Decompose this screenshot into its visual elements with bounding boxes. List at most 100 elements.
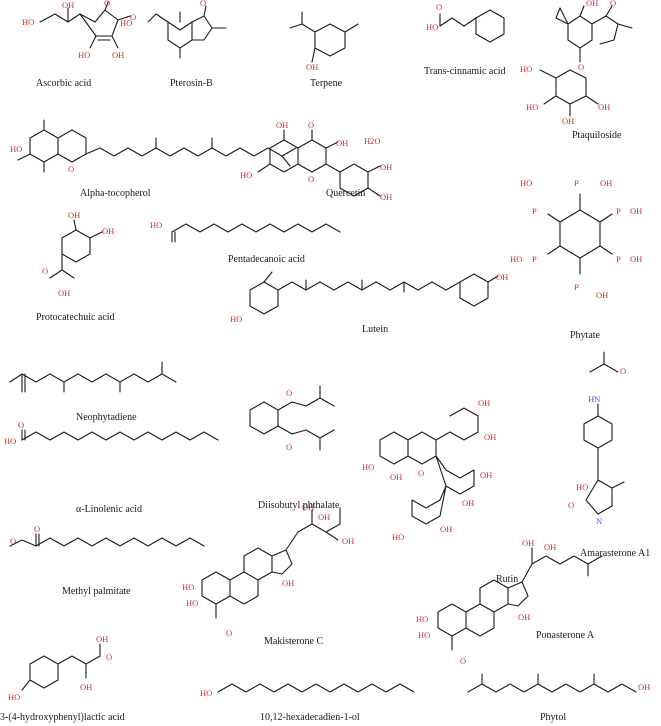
- caption-neophytadiene: Neophytadiene: [76, 412, 137, 423]
- caption-lutein: Lutein: [362, 324, 389, 335]
- tocopherol-o: O: [68, 164, 74, 174]
- ascorbic-o-ring: O: [104, 0, 110, 8]
- phytate-ho-1: HO: [520, 178, 532, 188]
- phthalate-o-1: O: [286, 388, 292, 398]
- quercetin-h2o: H2O: [364, 136, 381, 146]
- protocatechuic-oh-3: OH: [58, 288, 70, 298]
- quercetin-o-1: O: [308, 174, 314, 184]
- protocatechuic-oh-2: OH: [102, 226, 114, 236]
- terpene-structure: OH: [289, 11, 359, 72]
- ponasterone-oh-22: OH: [544, 542, 556, 552]
- hydroxyphenyl-lactic-structure: HO OH OH O: [8, 634, 112, 702]
- ponasterone-oh-14: OH: [518, 612, 530, 622]
- lactic-o: O: [106, 652, 112, 662]
- caption-hydroxyphenyl-lactic-acid: 3-(4-hydroxyphenyl)lactic acid: [0, 712, 125, 723]
- phytate-oh-1: OH: [600, 178, 612, 188]
- caption-diisobutyl-phthalate: Diisobutyl phthalate: [258, 500, 340, 511]
- caption-quercetin: Quercetin: [326, 188, 366, 199]
- rutin-oh-5: OH: [390, 472, 402, 482]
- caption-methyl-palmitate: Methyl palmitate: [62, 586, 131, 597]
- makisterone-structure: HO HO O OH OH OH OH: [182, 502, 354, 638]
- rutin-oh-2: OH: [484, 432, 496, 442]
- makisterone-oh-22: OH: [318, 512, 330, 522]
- rutin-oh-7: OH: [440, 524, 452, 534]
- hexadecadienol-ho: HO: [200, 688, 212, 698]
- rutin-oh-1: OH: [478, 398, 490, 408]
- quercetin-oh-5: OH: [276, 120, 288, 130]
- protocatechuic-structure: OH OH O OH: [42, 210, 114, 298]
- phytate-p-4: P: [574, 282, 579, 292]
- ponasterone-structure: HO HO O OH OH OH: [416, 538, 603, 666]
- caption-alpha-tocopherol: Alpha-tocopherol: [80, 188, 151, 199]
- pentadecanoic-structure: HO: [150, 220, 341, 243]
- caption-linolenic-acid: α-Linolenic acid: [76, 504, 143, 515]
- rutin-oh-4: OH: [462, 498, 474, 508]
- ptaquiloside-o-link: O: [578, 62, 584, 72]
- phytate-p-1: P: [574, 178, 579, 188]
- rutin-o-4: O: [418, 468, 424, 478]
- caption-pentadecanoic-acid: Pentadecanoic acid: [228, 254, 305, 265]
- hexadecadienol-structure: HO: [200, 683, 415, 698]
- palmitate-o-1: O: [10, 536, 16, 546]
- phytate-ho-5: HO: [510, 254, 522, 264]
- quercetin-oh-3: OH: [336, 138, 348, 148]
- ponasterone-oh-20: OH: [522, 538, 534, 548]
- lutein-structure: HO OH: [230, 271, 508, 324]
- alpha-tocopherol-structure: HO O: [10, 119, 297, 174]
- ptaquiloside-ho-1: HO: [520, 64, 532, 74]
- methyl-palmitate-structure: O O: [9, 524, 205, 547]
- linolenic-o: O: [18, 420, 24, 430]
- ptaquiloside-o-ketone: O: [610, 0, 616, 8]
- ptaquiloside-oh-3: OH: [562, 116, 574, 126]
- caption-amarasterone: Amarasterone A1: [580, 548, 651, 559]
- caption-trans-cinnamic-acid: Trans-cinnamic acid: [424, 66, 506, 77]
- phytate-p-5: P: [532, 254, 537, 264]
- makisterone-ho-3: HO: [186, 598, 198, 608]
- amarasterone-o-1: O: [620, 366, 626, 376]
- linolenic-ho: HO: [4, 436, 16, 446]
- phytate-oh-4: OH: [596, 290, 608, 300]
- makisterone-oh-20: OH: [302, 502, 314, 512]
- ptaquiloside-oh-top: OH: [586, 0, 598, 8]
- amarasterone-hn: HN: [588, 394, 600, 404]
- phytate-oh-3: OH: [630, 254, 642, 264]
- rutin-structure: OH OH HO OH O OH OH HO OH: [362, 398, 496, 542]
- rutin-ho-7: HO: [362, 462, 374, 472]
- ponasterone-ho-3: HO: [418, 630, 430, 640]
- caption-ascorbic-acid: Ascorbic acid: [36, 78, 92, 89]
- caption-hexadecadienol: 10,12-hexadecadien-1-ol: [260, 712, 360, 723]
- lactic-oh-1: OH: [96, 634, 108, 644]
- rutin-oh-3: OH: [480, 470, 492, 480]
- quercetin-ho-7: HO: [240, 170, 252, 180]
- caption-ptaquiloside: Ptaquiloside: [572, 130, 622, 141]
- caption-rutin: Rutin: [496, 574, 519, 585]
- linolenic-structure: HO O: [4, 420, 219, 446]
- ascorbic-o-carbonyl: O: [130, 12, 136, 22]
- ptaquiloside-oh-4: OH: [598, 102, 610, 112]
- protocatechuic-o: O: [42, 266, 48, 276]
- lutein-oh: OH: [496, 272, 508, 282]
- phytol-structure: OH: [467, 673, 650, 693]
- amarasterone-n: N: [596, 516, 602, 526]
- ponasterone-ho-2: HO: [416, 614, 428, 624]
- ptaquiloside-structure: OH O O HO HO OH OH: [520, 0, 633, 126]
- terpene-oh: OH: [306, 62, 318, 72]
- caption-protocatechuic-acid: Protocatechuic acid: [36, 312, 115, 323]
- ascorbic-ho-1: HO: [22, 17, 34, 27]
- ascorbic-ho-2: HO: [78, 50, 90, 60]
- makisterone-o: O: [226, 628, 232, 638]
- amarasterone-structure: HN O HO O N: [568, 351, 626, 526]
- phytate-p-3: P: [616, 254, 621, 264]
- amarasterone-ho: HO: [576, 482, 588, 492]
- cinnamic-o: O: [436, 2, 442, 12]
- caption-terpene: Terpene: [310, 78, 343, 89]
- pterosin-b-structure: HO O: [120, 0, 227, 59]
- lactic-oh-2: OH: [80, 682, 92, 692]
- makisterone-oh-14: OH: [282, 578, 294, 588]
- phytate-p-6: P: [532, 206, 537, 216]
- ascorbic-oh-top: OH: [62, 0, 74, 10]
- ponasterone-o: O: [460, 656, 466, 666]
- caption-ponasterone-a: Ponasterone A: [536, 630, 595, 641]
- quercetin-oh-4p: OH: [380, 192, 392, 202]
- caption-phytate: Phytate: [570, 330, 600, 341]
